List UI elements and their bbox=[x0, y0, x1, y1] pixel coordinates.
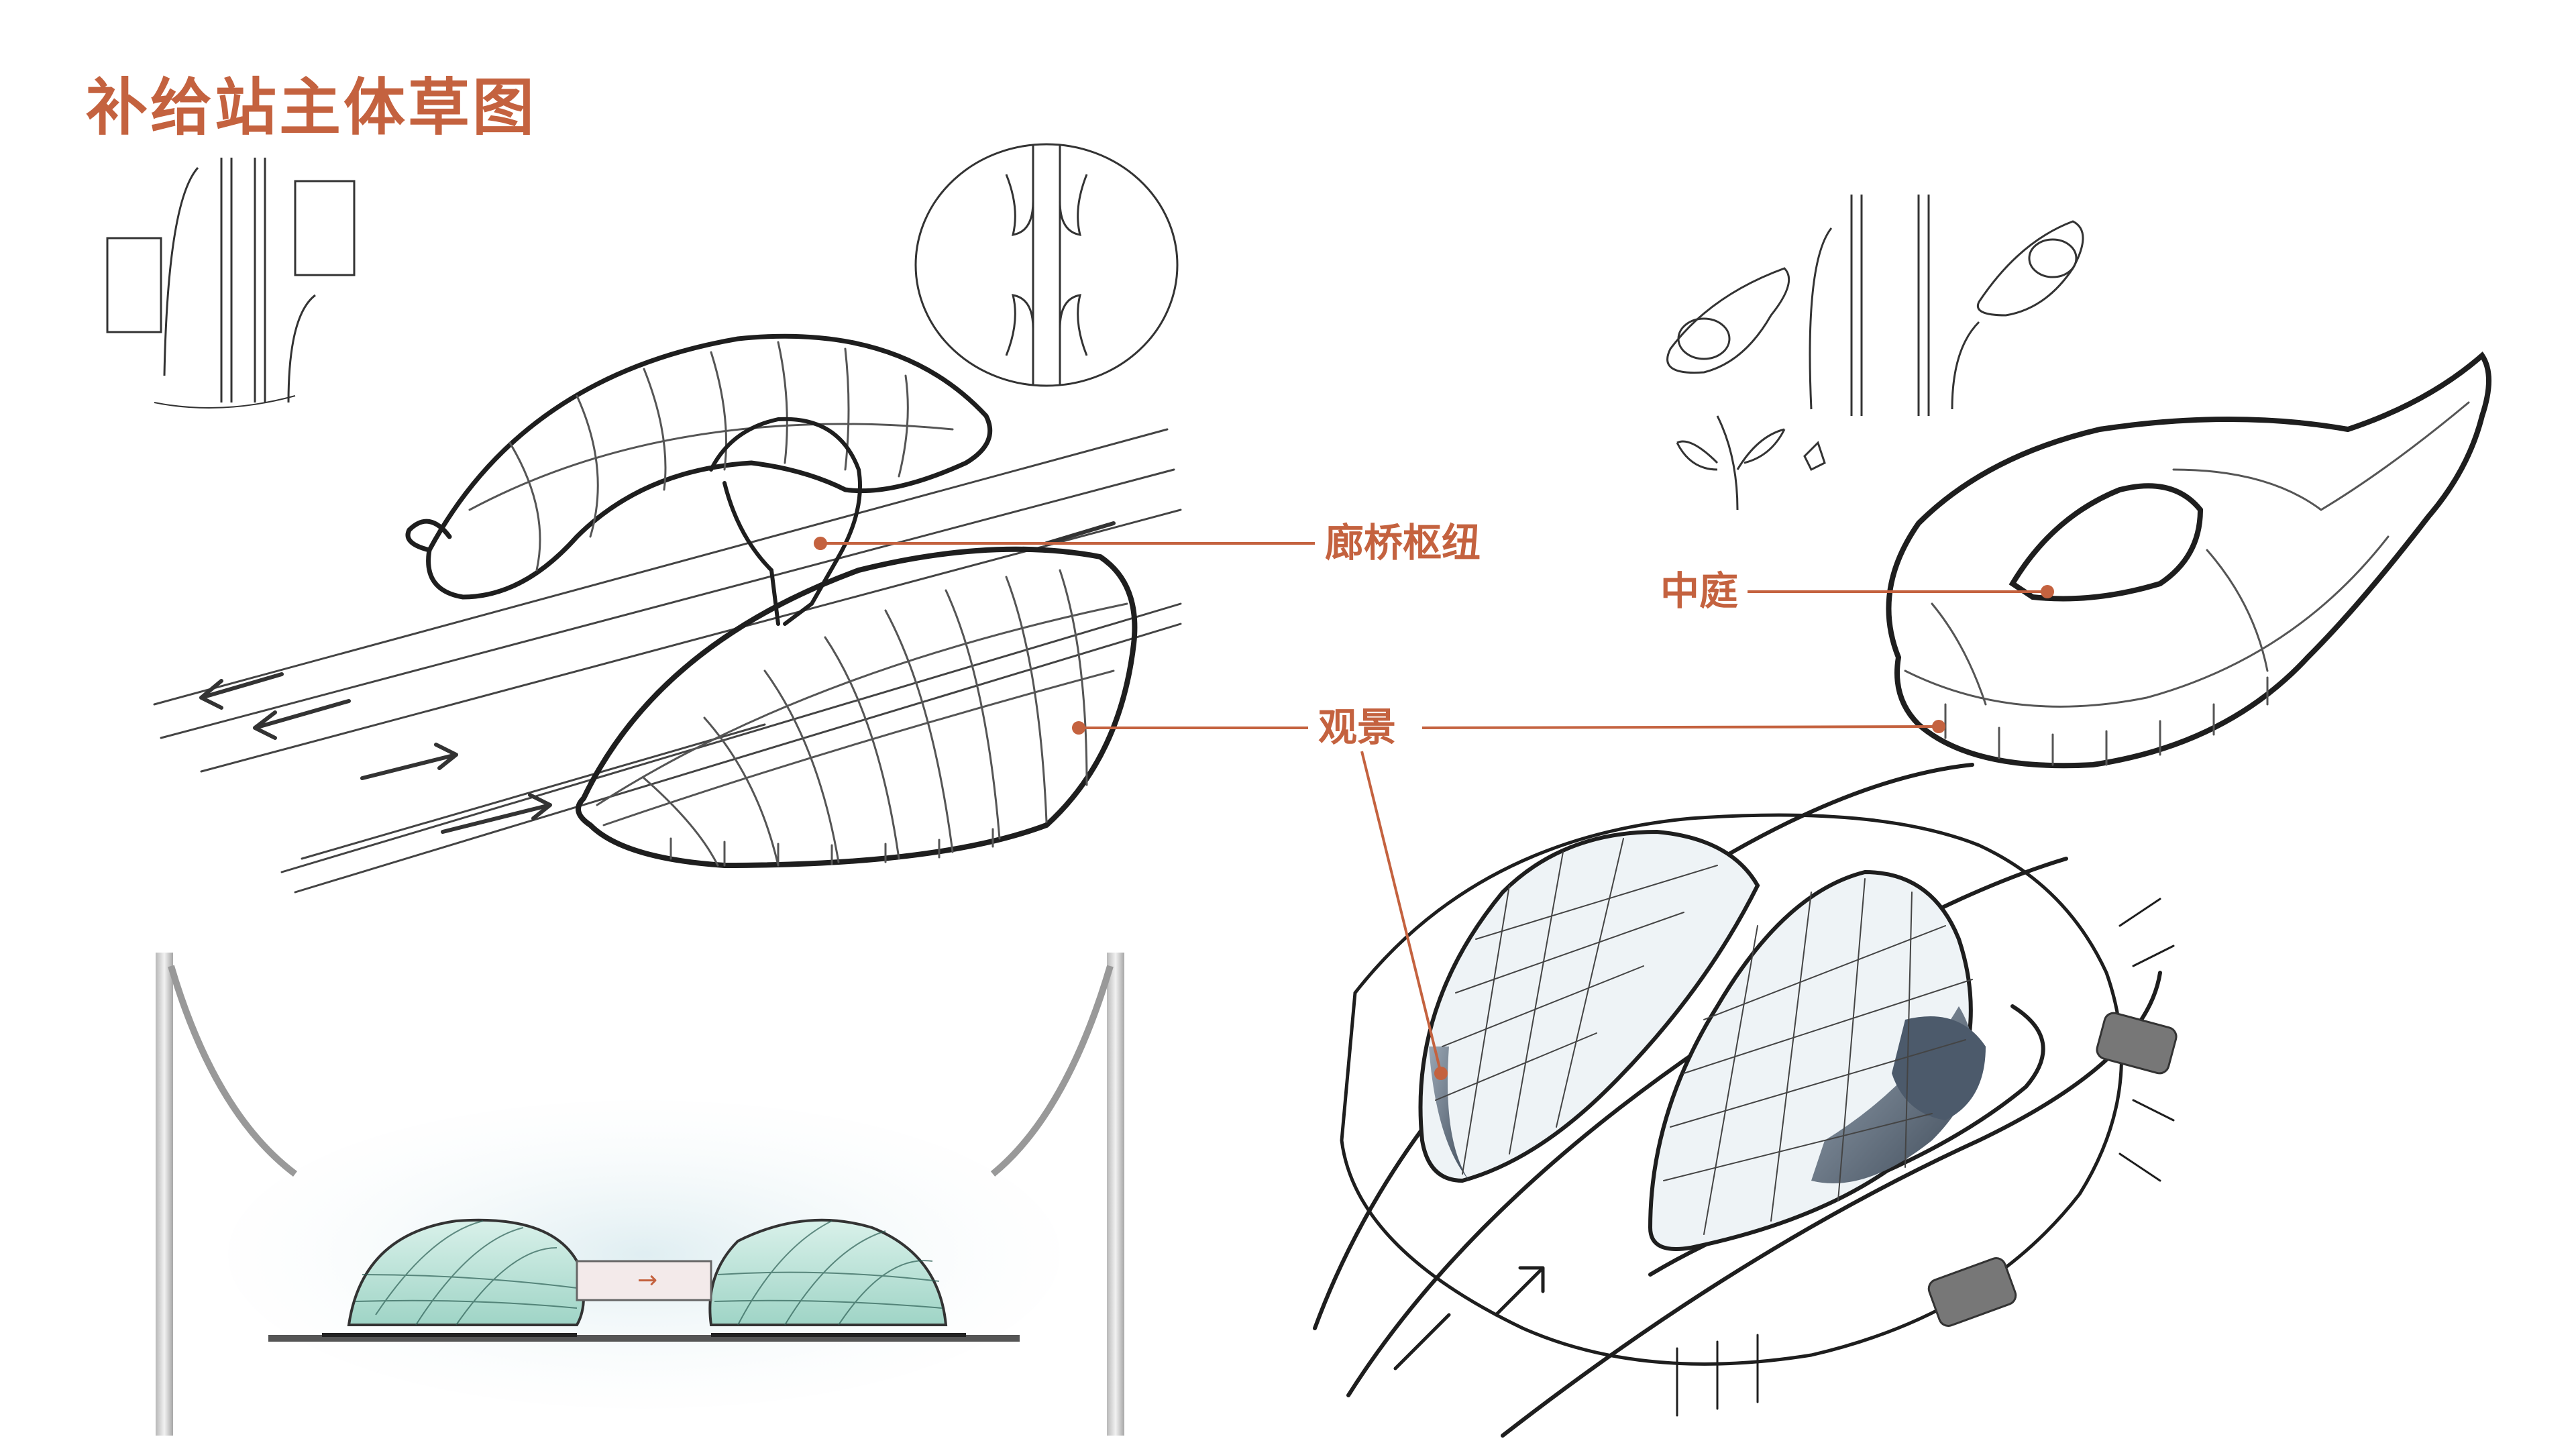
connecting-bridge bbox=[576, 1260, 712, 1301]
elevation-render: → bbox=[156, 953, 1124, 1436]
page-title: 补给站主体草图 bbox=[86, 72, 537, 144]
courtyard-pod-sketch bbox=[1886, 351, 2491, 769]
callout-courtyard: 中庭 bbox=[1660, 568, 1739, 614]
callout-leaders bbox=[820, 542, 2047, 1074]
aerial-render bbox=[1313, 763, 2178, 1438]
car-top-right bbox=[2096, 1012, 2178, 1075]
plan-thumbnail-road bbox=[106, 158, 356, 409]
concept-thumbnails bbox=[1666, 195, 2084, 511]
bridge-sign: → bbox=[637, 1267, 657, 1294]
street-pole-left bbox=[156, 953, 173, 1436]
callout-bridge-hub: 廊桥枢纽 bbox=[1325, 520, 1481, 566]
car-bottom bbox=[1927, 1257, 2017, 1327]
elevation-thumbnail bbox=[914, 143, 1179, 387]
callout-viewing: 观景 bbox=[1318, 704, 1397, 750]
perspective-sketch-main bbox=[153, 333, 1182, 894]
street-pole-right bbox=[1107, 953, 1124, 1436]
